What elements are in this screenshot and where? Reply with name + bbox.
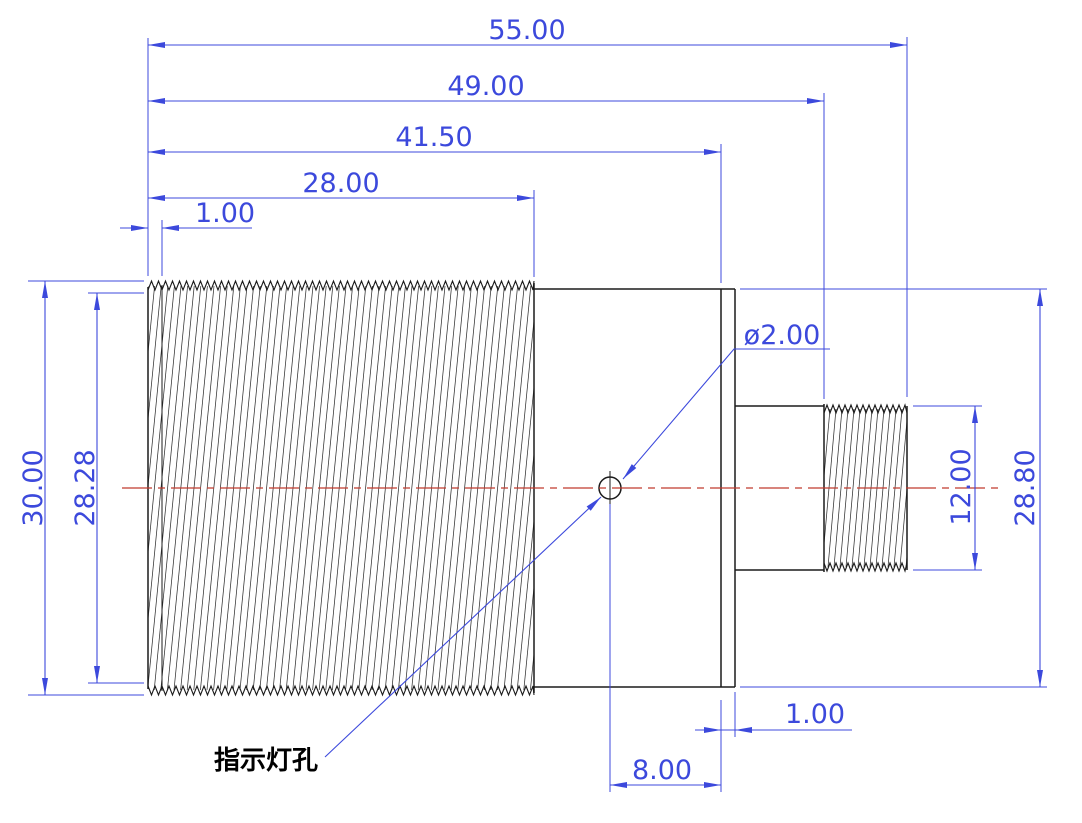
- dim-overall-length: 55.00: [488, 15, 565, 46]
- dimension-lines: [44, 44, 1041, 786]
- dim-chamfer-top: 1.00: [195, 198, 255, 229]
- dim-length-49: 49.00: [447, 71, 524, 102]
- dim-body-diameter: 28.80: [1010, 449, 1041, 526]
- dim-outer-diameter: 30.00: [18, 449, 49, 526]
- dimension-arrows: [42, 42, 1043, 788]
- thread-crest-profiles: [147, 279, 908, 697]
- indicator-hole-label: 指示灯孔: [214, 746, 318, 776]
- dim-length-41-5: 41.50: [395, 122, 472, 153]
- dim-ring-width: 1.00: [785, 699, 845, 730]
- dim-thread-length: 28.00: [302, 168, 379, 199]
- extension-lines: [28, 37, 1047, 792]
- dim-root-diameter: 28.28: [70, 449, 101, 526]
- leader-lines: [324, 348, 830, 758]
- dim-connector-diameter: 12.00: [946, 448, 977, 525]
- dim-hole-diameter: ø2.00: [744, 320, 821, 351]
- dim-hole-offset: 8.00: [632, 755, 692, 786]
- dimension-texts: 55.00 49.00 41.50 28.00 1.00 30.00 28.28…: [18, 15, 1041, 786]
